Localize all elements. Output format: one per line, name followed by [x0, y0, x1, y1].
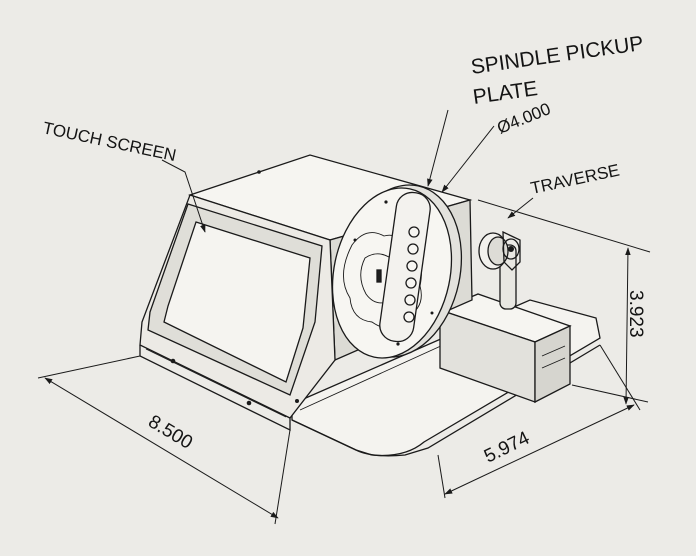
spindle-plate	[331, 184, 463, 359]
depth-dimension: 5.974	[481, 428, 533, 468]
spindle-diameter-label: Ø4.000	[494, 99, 553, 138]
screw-icon	[257, 170, 261, 174]
leader-lines	[161, 109, 534, 233]
dimension-lines	[37, 199, 651, 525]
screw-icon	[295, 399, 299, 403]
traverse-pulley	[478, 230, 521, 310]
touch-screen-label: TOUCH SCREEN	[41, 118, 178, 165]
height-dimension: 3.923	[625, 290, 646, 338]
screw-icon	[170, 358, 176, 364]
spindle-label-line1: SPINDLE PICKUP	[469, 32, 644, 79]
pole-pieces	[403, 226, 420, 323]
traverse-label: TRAVERSE	[529, 161, 621, 198]
spindle-label-line2: PLATE	[471, 77, 539, 109]
screw-icon	[246, 400, 252, 406]
width-dimension: 8.500	[144, 411, 196, 453]
